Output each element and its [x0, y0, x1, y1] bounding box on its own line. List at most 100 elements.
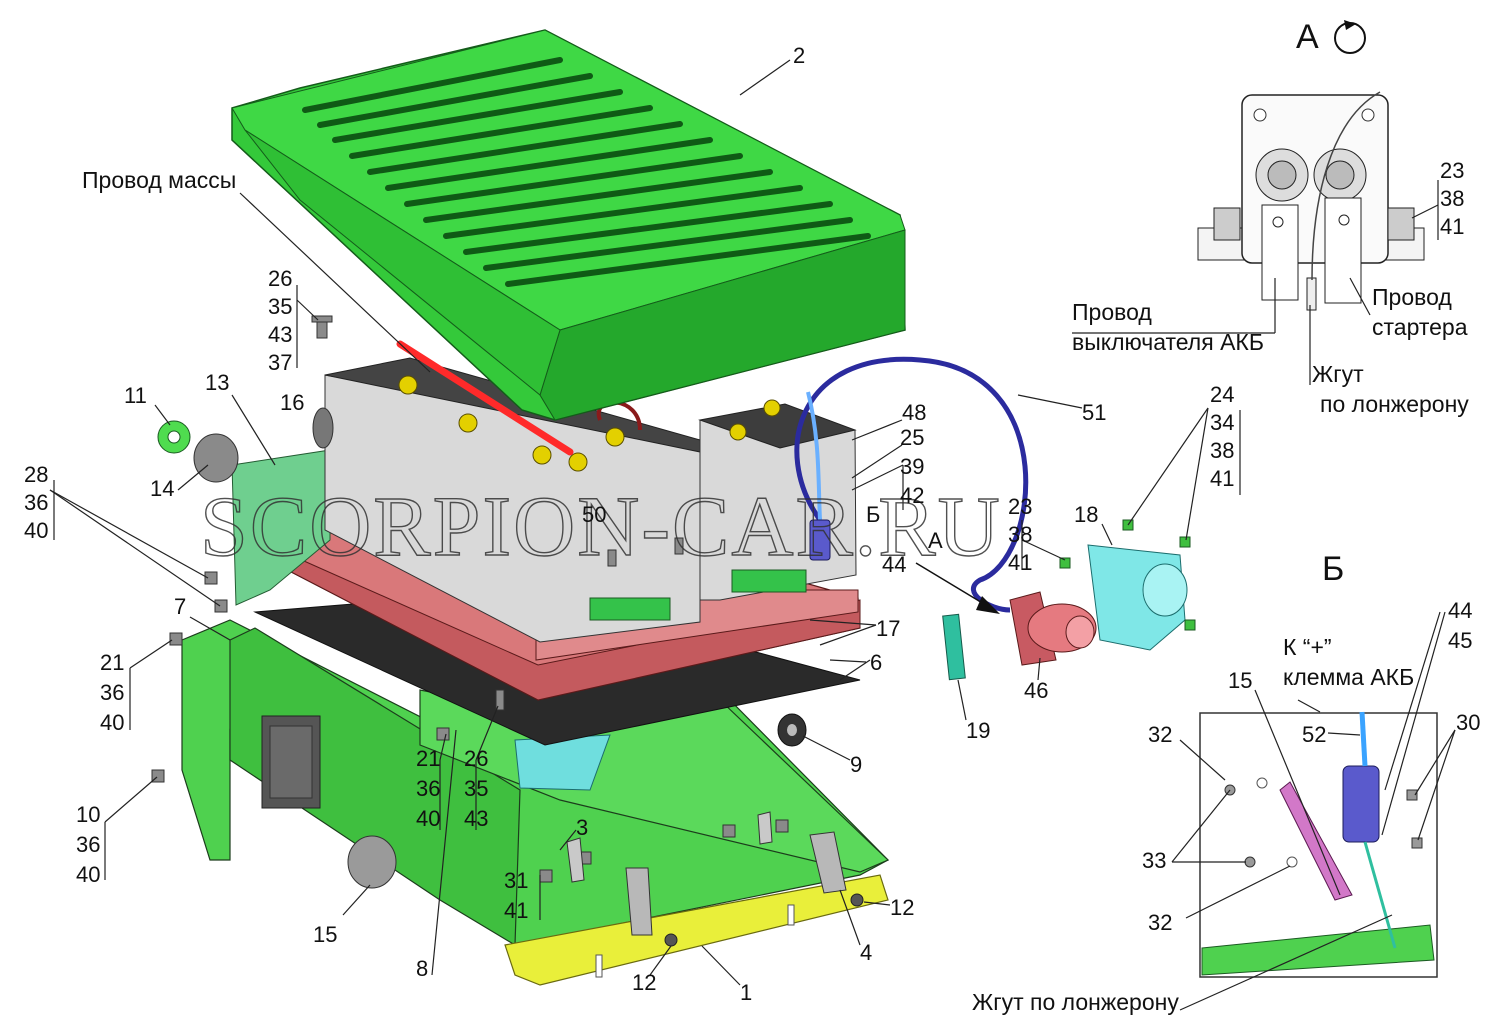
svg-text:41: 41 — [504, 898, 528, 923]
callout-group-24: 24 34 38 41 — [1210, 382, 1234, 491]
svg-text:33: 33 — [1142, 848, 1166, 873]
svg-text:31: 31 — [504, 868, 528, 893]
svg-text:44: 44 — [1448, 598, 1472, 623]
callout-51: 51 — [1082, 400, 1106, 425]
callout-18: 18 — [1074, 502, 1098, 527]
svg-text:38: 38 — [1210, 438, 1234, 463]
rotation-circle-icon — [1334, 20, 1366, 54]
callout-12-left: 12 — [632, 970, 656, 995]
caption-ground-wire: Провод массы — [82, 167, 236, 193]
svg-text:35: 35 — [268, 294, 292, 319]
part-callouts: 2 11 13 16 14 50 48 51 18 7 17 6 46 19 9… — [124, 43, 1106, 1005]
caption-switch-wire-1: Провод — [1072, 299, 1152, 325]
plug-part-14 — [193, 433, 239, 483]
callout-16: 16 — [280, 390, 304, 415]
callout-12-right: 12 — [890, 895, 914, 920]
svg-text:43: 43 — [268, 322, 292, 347]
svg-text:21: 21 — [416, 746, 440, 771]
callout-6: 6 — [870, 650, 882, 675]
callout-14: 14 — [150, 476, 174, 501]
svg-text:10: 10 — [76, 802, 100, 827]
battery-switch-group — [794, 356, 1196, 681]
callout-1: 1 — [740, 980, 752, 1005]
svg-text:41: 41 — [1440, 214, 1464, 239]
caption-plus-terminal-2: клемма АКБ — [1283, 664, 1414, 690]
svg-text:41: 41 — [1210, 466, 1234, 491]
cover-part-2 — [231, 29, 906, 421]
plug-15 — [347, 835, 397, 889]
bumper-part-1 — [504, 874, 889, 986]
clip-part-3 — [566, 837, 585, 883]
cable-part-51 — [794, 356, 1029, 613]
switch-box-part-18 — [1087, 544, 1188, 651]
washer-part-11 — [167, 430, 181, 444]
callout-group-23-view-a: 23 38 41 — [1440, 158, 1464, 239]
caption-harness-full: Жгут по лонжерону — [972, 989, 1179, 1015]
callout-group-21-middle: 21 36 40 — [416, 746, 440, 831]
svg-text:36: 36 — [416, 776, 440, 801]
callout-46: 46 — [1024, 678, 1048, 703]
callout-17: 17 — [876, 616, 900, 641]
callout-group-23-main: 23 38 41 — [1008, 494, 1032, 575]
callout-group-26-top: 26 35 43 37 — [268, 266, 292, 375]
watermark-text: SCORPION-CAR.RU — [200, 478, 1002, 574]
svg-text:15: 15 — [1228, 668, 1252, 693]
small-parts — [151, 315, 864, 947]
battery-left — [324, 357, 702, 643]
svg-text:52: 52 — [1302, 722, 1326, 747]
svg-text:36: 36 — [24, 490, 48, 515]
svg-text:23: 23 — [1440, 158, 1464, 183]
caption-starter-wire-1: Провод — [1372, 284, 1452, 310]
leader-lines — [49, 59, 1456, 1011]
callout-group-31: 31 41 — [504, 868, 528, 923]
caption-plus-terminal-1: К “+” — [1283, 634, 1332, 660]
view-b-callouts: 15 32 52 44 45 30 33 32 — [1142, 598, 1480, 935]
svg-text:36: 36 — [100, 680, 124, 705]
svg-text:25: 25 — [900, 425, 924, 450]
caption-starter-wire-2: стартера — [1372, 314, 1468, 340]
svg-text:45: 45 — [1448, 628, 1472, 653]
view-b-frame — [1199, 711, 1438, 978]
view-a-drawing — [1197, 91, 1425, 311]
callout-19: 19 — [966, 718, 990, 743]
svg-text:32: 32 — [1148, 722, 1172, 747]
svg-text:32: 32 — [1148, 910, 1172, 935]
nut-12-left — [664, 933, 678, 947]
callout-group-26-bottom: 26 35 43 — [464, 746, 488, 831]
callout-7: 7 — [174, 594, 186, 619]
svg-text:34: 34 — [1210, 410, 1234, 435]
svg-text:38: 38 — [1440, 186, 1464, 211]
svg-text:38: 38 — [1008, 522, 1032, 547]
callout-11: 11 — [124, 383, 147, 408]
svg-text:40: 40 — [76, 862, 100, 887]
side-panel-part-13 — [231, 449, 331, 606]
callout-group-25: 25 39 42 — [900, 425, 924, 508]
view-a-letter: А — [1296, 18, 1319, 56]
caption-harness-2: по лонжерону — [1320, 391, 1469, 417]
callout-group-28: 28 36 40 — [24, 462, 48, 543]
callout-3: 3 — [576, 815, 588, 840]
svg-text:40: 40 — [24, 518, 48, 543]
svg-text:39: 39 — [900, 454, 924, 479]
callout-4: 4 — [860, 940, 872, 965]
caption-switch-wire-2: выключателя АКБ — [1072, 329, 1264, 355]
callout-9: 9 — [850, 752, 862, 777]
svg-text:24: 24 — [1210, 382, 1234, 407]
svg-text:43: 43 — [464, 806, 488, 831]
svg-text:36: 36 — [76, 832, 100, 857]
callout-15: 15 — [313, 922, 337, 947]
relay-part-46 — [1009, 591, 1097, 666]
svg-text:37: 37 — [268, 350, 292, 375]
svg-text:26: 26 — [268, 266, 292, 291]
callout-group-10: 10 36 40 — [76, 802, 100, 887]
callout-letter-b: Б — [866, 502, 880, 527]
callout-13: 13 — [205, 370, 229, 395]
plug-part-16 — [312, 407, 334, 449]
svg-text:40: 40 — [416, 806, 440, 831]
svg-text:28: 28 — [24, 462, 48, 487]
fuse-holder-44 — [809, 519, 831, 561]
svg-text:23: 23 — [1008, 494, 1032, 519]
callout-group-21-left: 21 36 40 — [100, 650, 124, 735]
nut-12-right — [850, 893, 864, 907]
